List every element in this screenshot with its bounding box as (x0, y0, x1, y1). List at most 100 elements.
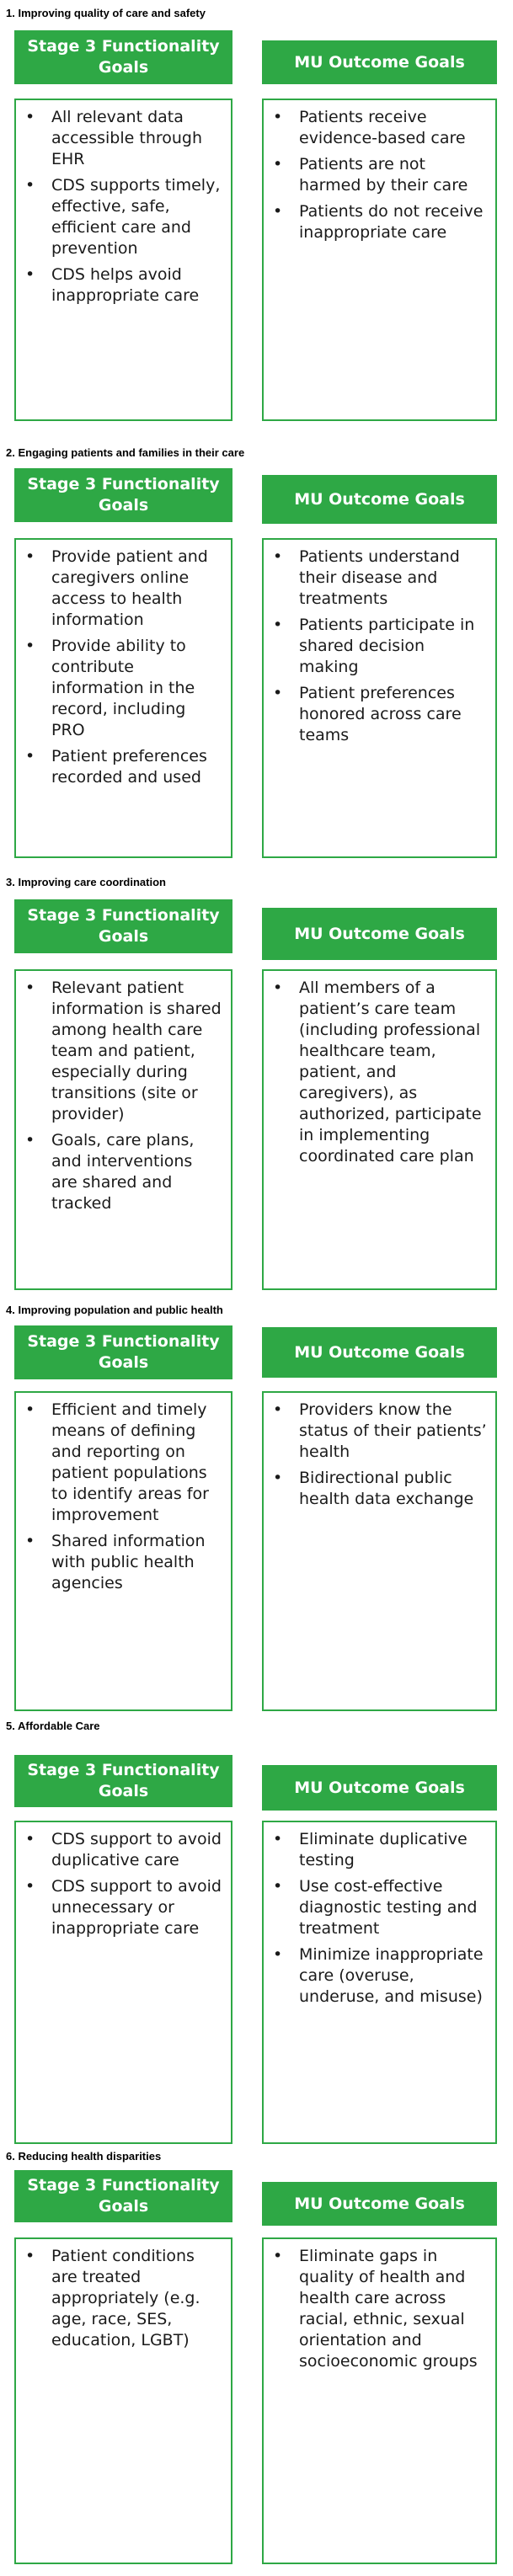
header-label: Stage 3 Functionality Goals (27, 475, 220, 515)
header-label: MU Outcome Goals (294, 489, 465, 509)
stage3-functionality-goals-header: Stage 3 Functionality Goals (14, 1755, 232, 1807)
list-item-text: Use cost-effective diagnostic testing an… (299, 1877, 478, 1938)
list-item: •Relevant patient information is shared … (23, 978, 222, 1125)
list-item-text: Patients are not harmed by their care (299, 155, 468, 195)
mu-outcome-goals-header: MU Outcome Goals (262, 908, 497, 960)
goal-list: •Relevant patient information is shared … (23, 978, 222, 1214)
mu-outcome-goals-header: MU Outcome Goals (262, 1765, 497, 1811)
list-item: •Eliminate duplicative testing (270, 1829, 487, 1871)
list-item-text: CDS support to avoid unnecessary or inap… (51, 1877, 222, 1938)
bullet-icon: • (25, 1532, 35, 1550)
mu-outcome-goals-header: MU Outcome Goals (262, 2182, 497, 2226)
functionality-goals-box: •All relevant data accessible through EH… (14, 99, 232, 421)
bullet-icon: • (273, 979, 283, 997)
list-item: • All members of a patient’s care team (i… (270, 978, 487, 1167)
list-item-text: Patient conditions are treated appropria… (51, 2247, 200, 2349)
section-title: 5. Affordable Care (6, 1720, 100, 1732)
outcome-goals-box: • Eliminate gaps in quality of health and… (262, 2237, 497, 2564)
goal-list: • All members of a patient’s care team (i… (270, 978, 487, 1167)
goal-list: • Providers know the status of their pati… (270, 1400, 487, 1510)
list-item-text: Bidirectional public health data exchang… (299, 1469, 474, 1508)
list-item: • Eliminate gaps in quality of health and… (270, 2246, 487, 2372)
list-item: •Minimize inappropriate care (overuse, u… (270, 1944, 487, 2008)
bullet-icon: • (25, 1830, 35, 1848)
list-item: • Shared information with public health a… (23, 1531, 222, 1594)
bullet-icon: • (273, 1469, 283, 1487)
header-label: Stage 3 Functionality Goals (27, 1332, 220, 1372)
list-item: • Patients participate in shared decision… (270, 615, 487, 678)
list-item-text: All members of a patient’s care team (in… (299, 979, 482, 1165)
functionality-goals-box: • Provide patient and caregivers online a… (14, 538, 232, 858)
list-item: •Patients understand their disease and t… (270, 547, 487, 610)
list-item-text: Patients receive evidence-based care (299, 108, 466, 147)
header-label: Stage 3 Functionality Goals (27, 906, 220, 946)
bullet-icon: • (273, 684, 283, 702)
mu-outcome-goals-header: MU Outcome Goals (262, 475, 497, 524)
list-item: •Goals, care plans, and interventions ar… (23, 1130, 222, 1214)
bullet-icon: • (273, 202, 283, 221)
list-item-text: Providers know the status of their patie… (299, 1400, 487, 1461)
header-label: Stage 3 Functionality Goals (27, 1761, 220, 1800)
bullet-icon: • (273, 616, 283, 634)
section-title: 4. Improving population and public healt… (6, 1304, 223, 1316)
list-item: •Patients are not harmed by their care (270, 154, 487, 196)
goal-list: •CDS support to avoid duplicative care•C… (23, 1829, 222, 1939)
bullet-icon: • (25, 637, 35, 655)
bullet-icon: • (25, 176, 35, 195)
bullet-icon: • (273, 1877, 283, 1896)
stage3-functionality-goals-header: Stage 3 Functionality Goals (14, 468, 232, 522)
bullet-icon: • (273, 1945, 283, 1964)
list-item: • CDS helps avoid inappropriate care (23, 264, 222, 307)
functionality-goals-box: •CDS support to avoid duplicative care•C… (14, 1821, 232, 2144)
list-item: •CDS support to avoid unnecessary or ina… (23, 1876, 222, 1939)
list-item-text: Patients do not receive inappropriate ca… (299, 202, 484, 242)
list-item-text: Patients participate in shared decision … (299, 616, 475, 676)
list-item-text: Provide patient and caregivers online ac… (51, 547, 208, 629)
list-item: • Patients receive evidence-based care (270, 107, 487, 149)
functionality-goals-box: •Relevant patient information is shared … (14, 969, 232, 1290)
goal-section-2: 2. Engaging patients and families in the… (0, 446, 513, 861)
bullet-icon: • (25, 547, 35, 566)
outcome-goals-box: •Patients receive evidence-based care•Pa… (262, 99, 497, 421)
bullet-icon: • (273, 2247, 283, 2265)
stage3-functionality-goals-header: Stage 3 Functionality Goals (14, 1325, 232, 1379)
header-label: Stage 3 Functionality Goals (27, 37, 220, 77)
section-title: 3. Improving care coordination (6, 876, 166, 888)
list-item-text: Patient preferences recorded and used (51, 747, 207, 787)
list-item-text: Eliminate gaps in quality of health and … (299, 2247, 478, 2371)
list-item-text: CDS supports timely, effective, safe, ef… (51, 176, 221, 258)
list-item: •Efficient and timely means of defining … (23, 1400, 222, 1526)
list-item-text: Efficient and timely means of defining a… (51, 1400, 209, 1524)
mu-outcome-goals-header: MU Outcome Goals (262, 40, 497, 84)
bullet-icon: • (273, 1400, 283, 1419)
list-item: • CDS supports timely, effective, safe, e… (23, 175, 222, 259)
bullet-icon: • (25, 265, 35, 284)
section-title: 1. Improving quality of care and safety (6, 7, 206, 19)
list-item: • Use cost-effective diagnostic testing a… (270, 1876, 487, 1939)
list-item-text: Provide ability to contribute informatio… (51, 637, 195, 739)
list-item-text: CDS helps avoid inappropriate care (51, 265, 200, 305)
bullet-icon: • (273, 108, 283, 126)
header-label: MU Outcome Goals (294, 52, 465, 72)
list-item-text: Shared information with public health ag… (51, 1532, 206, 1592)
list-item-text: Relevant patient information is shared a… (51, 979, 222, 1123)
outcome-goals-box: • All members of a patient’s care team (i… (262, 969, 497, 1290)
header-label: Stage 3 Functionality Goals (27, 2176, 220, 2216)
list-item: • Patient preferences recorded and used (23, 746, 222, 788)
header-label: MU Outcome Goals (294, 2194, 465, 2213)
stage3-functionality-goals-header: Stage 3 Functionality Goals (14, 30, 232, 84)
bullet-icon: • (25, 747, 35, 765)
goal-list: •Eliminate duplicative testing•Use cost-… (270, 1829, 487, 2008)
list-item: • Bidirectional public health data exchan… (270, 1468, 487, 1510)
list-item-text: Goals, care plans, and interventions are… (51, 1131, 195, 1213)
bullet-icon: • (273, 1830, 283, 1848)
header-label: MU Outcome Goals (294, 1778, 465, 1797)
stage3-functionality-goals-header: Stage 3 Functionality Goals (14, 2170, 232, 2222)
list-item-text: Patient preferences honored across care … (299, 684, 462, 744)
list-item: •All relevant data accessible through EH… (23, 107, 222, 170)
list-item: •Patient conditions are treated appropri… (23, 2246, 222, 2351)
header-label: MU Outcome Goals (294, 1342, 465, 1362)
goal-list: • Efficient and timely means of defining … (23, 1400, 222, 1594)
goal-section-4: 4. Improving population and public healt… (0, 1304, 513, 1715)
